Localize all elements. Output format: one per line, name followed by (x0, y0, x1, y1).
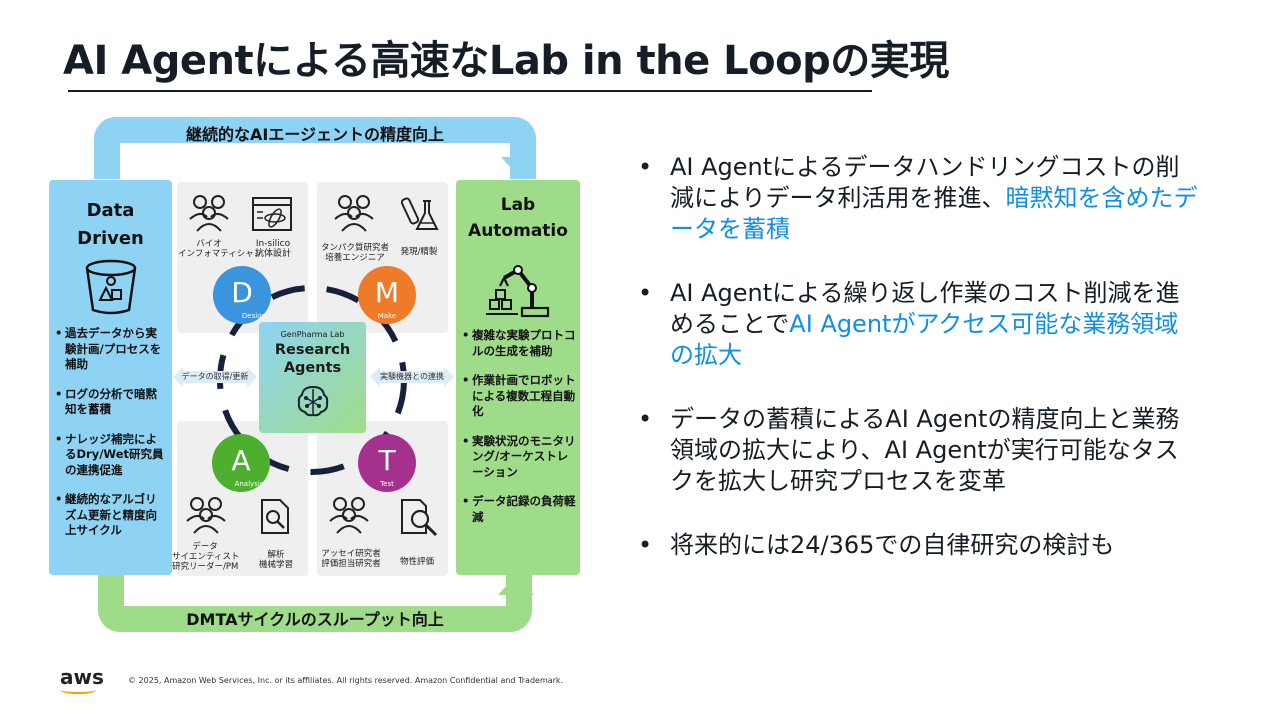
lab-automation-bullet: 作業計画でロボットによる複数工程自動化 (462, 373, 576, 420)
slide-title: AI Agentによる高速なLab in the Loopの実現 (63, 38, 949, 84)
design-circle: D Design (213, 266, 271, 324)
bullet-dot: • (638, 279, 653, 307)
data-driven-bullet: 過去データから実験計画/プロセスを補助 (55, 326, 168, 373)
make-letter: M (374, 276, 400, 309)
key-point-1: • AI Agentによるデータハンドリングコストの削減によりデータ利活用を推進… (638, 152, 1198, 245)
people-icon (189, 195, 229, 232)
bottom-arc-label: DMTAサイクルのスループット向上 (186, 610, 444, 629)
lab-automation-bullet: データ記録の負荷軽減 (462, 494, 576, 525)
lab-automation-bullets: 複雑な実験プロトコルの生成を補助 作業計画でロボットによる複数工程自動化 実験状… (462, 328, 576, 539)
make-task-label: 発現/精製 (400, 247, 438, 257)
key-point-1-highlight: 暗黙知を含めたデータを蓄積 (670, 184, 1198, 243)
bullet-dot: • (638, 531, 653, 559)
data-driven-bullet: ログの分析で暗黙知を蓄積 (55, 387, 168, 418)
data-driven-title-line2: Driven (77, 228, 144, 249)
test-task-label: 物性評価 (399, 557, 434, 567)
test-sub-label: Test (380, 480, 394, 488)
key-point-3-text: データの蓄積によるAI Agentの精度向上と業務領域の拡大により、AI Age… (670, 405, 1180, 495)
key-point-4-text: 将来的には24/365での自律研究の検討も (670, 531, 1115, 559)
key-point-2-text: AI Agentによる繰り返し作業のコスト削減を進めることで (670, 279, 1180, 338)
lab-automation-bullet: 実験状況のモニタリング/オーケストレーション (462, 434, 576, 481)
molecule-screen-icon (252, 197, 292, 231)
people-icon (186, 497, 226, 534)
left-double-arrow-icon (173, 367, 257, 387)
right-arrow-label: 実験機器との連携 (380, 372, 444, 381)
analysis-letter: A (231, 444, 251, 477)
key-point-4: • 将来的には24/365での自律研究の検討も (638, 530, 1198, 561)
flask-tube-icon (401, 197, 439, 230)
key-point-3: • データの蓄積によるAI Agentの精度向上と業務領域の拡大により、AI A… (638, 404, 1198, 497)
top-arc-arrowhead-icon (501, 157, 537, 177)
design-sub-label: Design (241, 312, 267, 320)
data-driven-title-line1: Data (86, 200, 135, 221)
dmta-diagram: 継続的なAIエージェントの精度向上 DMTAサイクルのスループット向上 Data… (46, 113, 586, 638)
analysis-circle: A Analysis (212, 434, 270, 492)
analysis-task-label: 解析 機械学習 (258, 550, 293, 570)
key-points-list: • AI Agentによるデータハンドリングコストの削減によりデータ利活用を推進… (638, 152, 1198, 594)
title-underline (68, 90, 872, 92)
bullet-dot: • (638, 405, 653, 433)
bullet-dot: • (638, 153, 653, 181)
lab-automation-title-line2: Automatio (468, 221, 568, 241)
aws-smile-icon (60, 686, 96, 694)
design-letter: D (231, 276, 253, 309)
center-title-line1: Research (274, 342, 351, 358)
ai-brain-icon (297, 385, 328, 417)
center-title-line2: Agents (283, 360, 342, 376)
data-driven-bullets: 過去データから実験計画/プロセスを補助 ログの分析で暗黙知を蓄積 ナレッジ補完に… (55, 326, 168, 553)
make-circle: M Make (358, 266, 416, 324)
robot-arm-icon (486, 265, 550, 318)
lab-automation-panel: Lab Automatio 複雑な実験プロトコルの生成を補助 作業計画でロボット… (456, 180, 580, 575)
document-search-icon (401, 499, 438, 537)
data-driven-bullet: ナレッジ補完によるDry/Wet研究員の連携促進 (55, 432, 168, 479)
test-role-label: アッセイ研究者 評価担当研究者 (321, 549, 381, 569)
left-arrow-label: データの取得/更新 (181, 372, 249, 381)
test-letter: T (378, 444, 396, 477)
people-icon (329, 497, 369, 534)
center-subtitle: GenPharma Lab (280, 330, 345, 339)
aws-logo: aws (60, 665, 104, 689)
top-arc-label: 継続的なAIエージェントの精度向上 (185, 125, 445, 144)
bottom-arc-arrowhead-icon (498, 575, 534, 595)
key-point-1-text: AI Agentによるデータハンドリングコストの削減によりデータ利活用を推進、 (670, 153, 1180, 212)
top-feedback-arc (94, 117, 536, 179)
design-task-label: In-silico 抗体設計 (254, 239, 291, 259)
key-point-2: • AI Agentによる繰り返し作業のコスト削減を進めることでAI Agent… (638, 278, 1198, 371)
test-circle: T Test (358, 434, 416, 492)
design-role-label: バイオ インフォマティシャン (178, 239, 263, 259)
make-sub-label: Make (377, 312, 397, 320)
lab-automation-title-line1: Lab (500, 195, 536, 215)
copyright-notice: © 2025, Amazon Web Services, Inc. or its… (128, 676, 564, 685)
key-point-2-highlight: AI Agentがアクセス可能な業務領域の拡大 (670, 310, 1179, 369)
analysis-role-label: データ サイエンティスト 研究リーダー/PM (172, 542, 240, 572)
document-magnifier-icon (261, 499, 289, 534)
right-double-arrow-icon (370, 367, 454, 387)
lab-automation-bullet: 複雑な実験プロトコルの生成を補助 (462, 328, 576, 359)
make-role-label: タンパク質研究者 培養エンジニア (321, 243, 390, 263)
database-bucket-icon (85, 259, 137, 315)
data-driven-panel: Data Driven 過去データから実験計画/プロセスを補助 ログの分析で暗黙… (49, 180, 172, 575)
people-icon (334, 195, 374, 232)
research-agents-box: GenPharma Lab Research Agents (259, 322, 366, 433)
analysis-sub-label: Analysis (234, 480, 264, 488)
data-driven-bullet: 継続的なアルゴリズム更新と精度向上サイクル (55, 492, 168, 539)
